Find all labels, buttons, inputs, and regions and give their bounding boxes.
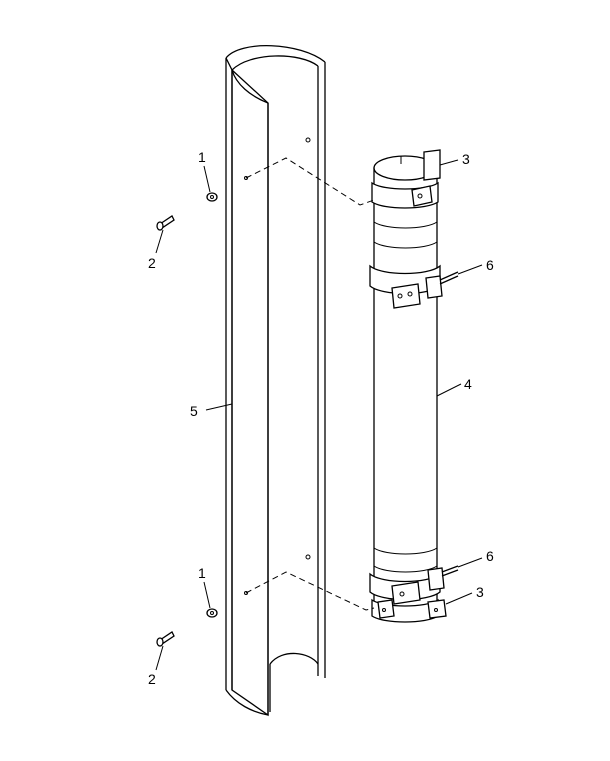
washer-top bbox=[206, 192, 218, 202]
callout-6-top: 6 bbox=[486, 257, 494, 273]
bottom-fasteners bbox=[156, 608, 218, 647]
half-shell-cover bbox=[225, 45, 326, 717]
callout-2-top: 2 bbox=[148, 255, 156, 271]
alignment-lines bbox=[245, 157, 375, 611]
callout-3-top: 3 bbox=[462, 151, 470, 167]
pipe-assembly bbox=[369, 149, 459, 623]
callout-1-top: 1 bbox=[198, 149, 206, 165]
top-fasteners bbox=[156, 192, 218, 231]
callout-4: 4 bbox=[464, 376, 472, 392]
callout-5: 5 bbox=[190, 403, 198, 419]
callout-6-bottom: 6 bbox=[486, 548, 494, 564]
callout-3-bottom: 3 bbox=[476, 584, 484, 600]
leader-lines bbox=[155, 159, 483, 671]
washer-bottom bbox=[206, 608, 218, 618]
callout-2-bottom: 2 bbox=[148, 671, 156, 687]
callout-1-bottom: 1 bbox=[198, 565, 206, 581]
